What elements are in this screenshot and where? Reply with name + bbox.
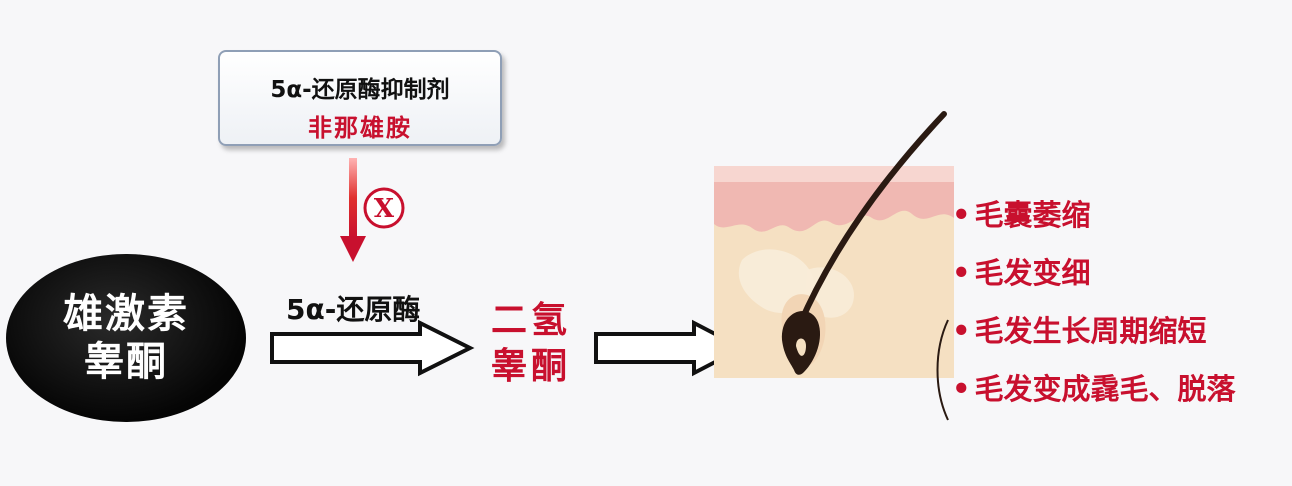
inhibitor-title: 5α-还原酶抑制剂 [270, 77, 450, 103]
conversion-arrow [270, 319, 475, 377]
dht-label: 二氢 睾酮 [486, 298, 576, 390]
effects-list: 毛囊萎缩 毛发变细 毛发生长周期缩短 毛发变成毳毛、脱落 [952, 186, 1236, 418]
effect-item: 毛发变成毳毛、脱落 [952, 360, 1236, 418]
block-x-text: X [374, 194, 395, 224]
testosterone-line1: 雄激素 [63, 291, 189, 337]
effect-item: 毛发生长周期缩短 [952, 302, 1236, 360]
inhibitor-drug-name: 非那雄胺 [308, 114, 412, 142]
testosterone-line2: 睾酮 [84, 339, 168, 385]
block-x-icon: X [363, 187, 405, 229]
inhibitor-box: 5α-还原酶抑制剂 非那雄胺 [218, 50, 502, 146]
dht-line1: 二氢 [490, 300, 571, 341]
hair-follicle-illustration [714, 111, 954, 421]
testosterone-oval: 雄激素 睾酮 [6, 254, 246, 422]
dht-line2: 睾酮 [490, 346, 571, 387]
enzyme-label: 5α-还原酶 [286, 293, 421, 326]
effect-item: 毛囊萎缩 [952, 186, 1236, 244]
effect-item: 毛发变细 [952, 244, 1236, 302]
